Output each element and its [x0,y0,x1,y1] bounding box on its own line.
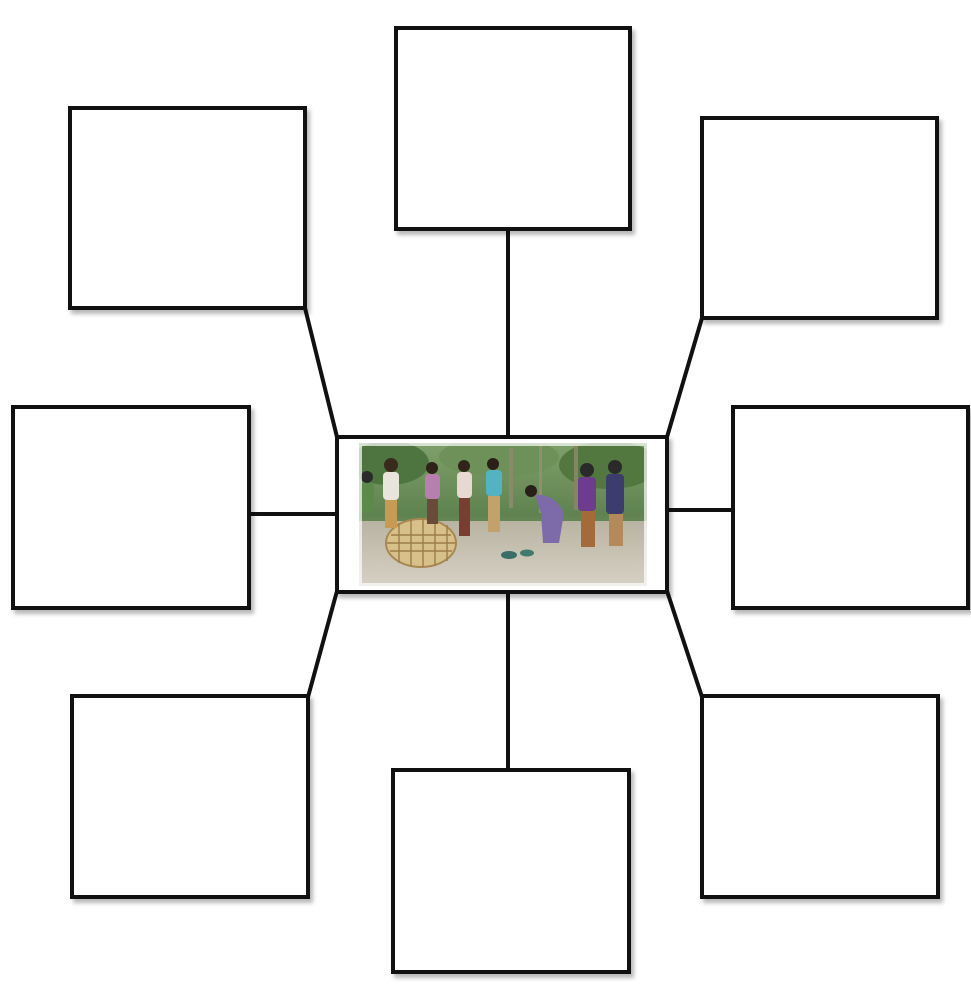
connector-upper-right [667,318,702,437]
connector-upper-left [305,308,337,437]
box-upper-right[interactable] [700,116,939,320]
connector-lower-right [667,591,702,697]
box-left[interactable] [11,405,251,610]
box-bottom[interactable] [391,768,631,974]
center-box [335,435,669,594]
box-lower-right[interactable] [700,694,940,899]
box-right[interactable] [731,405,970,610]
box-lower-left[interactable] [70,694,310,899]
box-top[interactable] [394,26,632,231]
connector-lower-left [308,591,337,697]
box-upper-left[interactable] [68,106,307,310]
center-photo [359,443,647,586]
